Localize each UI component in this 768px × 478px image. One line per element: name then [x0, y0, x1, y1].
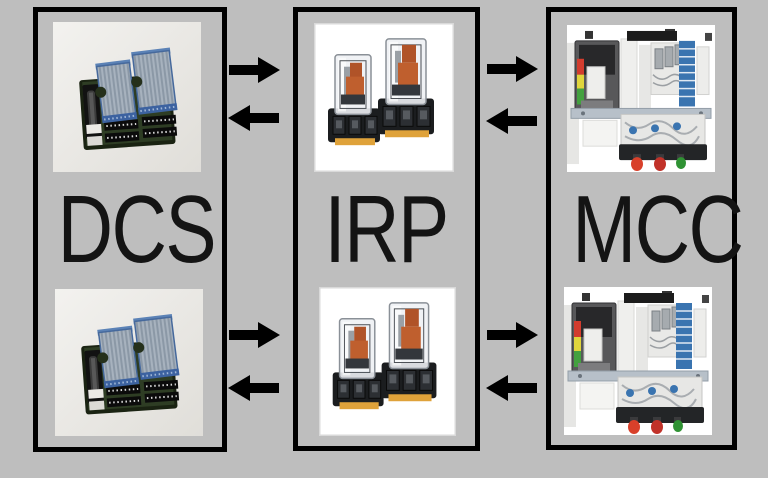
dcs-label: DCS — [57, 176, 217, 283]
dcs-io-card-photo-top — [53, 22, 201, 172]
mcc-bucket-photo-top — [567, 25, 715, 172]
mcc-label: MCC — [572, 176, 744, 283]
mcc-box: MCC — [546, 7, 744, 450]
arrow-mcc-to-irp-top-icon — [486, 108, 537, 134]
dcs-io-card-photo-bottom — [55, 289, 203, 436]
arrow-mcc-to-irp-bottom-icon — [486, 375, 537, 401]
irp-label: IRP — [324, 176, 450, 283]
arrow-dcs-to-irp-bottom-icon — [229, 322, 280, 348]
dcs-box: DCS — [33, 7, 227, 452]
arrow-irp-to-mcc-top-icon — [487, 56, 538, 82]
arrow-irp-to-dcs-top-icon — [228, 105, 279, 131]
interface-relays-photo-bottom — [319, 287, 456, 436]
irp-box: IRP — [293, 7, 480, 451]
arrow-irp-to-mcc-bottom-icon — [487, 322, 538, 348]
arrow-dcs-to-irp-top-icon — [229, 57, 280, 83]
arrow-irp-to-dcs-bottom-icon — [228, 375, 279, 401]
mcc-bucket-photo-bottom — [564, 287, 712, 435]
interface-relays-photo-top — [314, 23, 454, 172]
